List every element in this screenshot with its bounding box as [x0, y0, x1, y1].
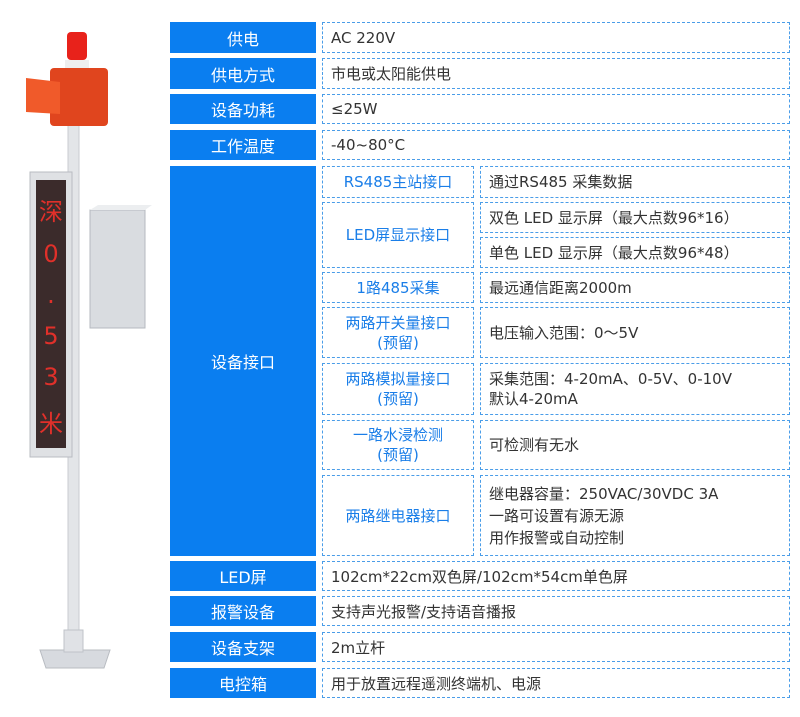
led-char: 深 — [39, 197, 63, 226]
interface-name-text: LED屏显示接口 — [345, 226, 451, 244]
interface-name: LED屏显示接口 — [322, 202, 474, 268]
led-char: 3 — [43, 362, 59, 391]
value-line: 采集范围：4-20mA、0-5V、0-10V — [489, 370, 732, 388]
interface-value: 电压输入范围：0～5V — [480, 307, 790, 358]
interface-name: 两路继电器接口 — [322, 475, 474, 556]
interface-name: 两路模拟量接口 (预留) — [322, 363, 474, 415]
alarm-box — [50, 68, 108, 126]
value-line: 电压输入范围：0～5V — [489, 323, 639, 342]
row-value: 用于放置远程遥测终端机、电源 — [322, 668, 790, 698]
interface-name-text: RS485主站接口 — [343, 173, 453, 191]
row-label: 设备支架 — [170, 632, 316, 662]
row-value: 2m立杆 — [322, 632, 790, 662]
row-value: 市电或太阳能供电 — [322, 58, 790, 89]
row-label: 报警设备 — [170, 596, 316, 626]
value-line: 一路可设置有源无源 — [489, 506, 625, 525]
interface-name: 1路485采集 — [322, 272, 474, 303]
interface-name: 两路开关量接口(预留) — [322, 307, 474, 358]
pole-base — [39, 649, 111, 669]
row-label: 供电方式 — [170, 58, 316, 89]
interface-name: RS485主站接口 — [322, 166, 474, 198]
interface-value: 通过RS485 采集数据 — [480, 166, 790, 198]
led-char: 0 — [43, 239, 59, 268]
interface-value: 双色 LED 显示屏（最大点数96*16） — [480, 202, 790, 233]
row-value: 102cm*22cm双色屏/102cm*54cm单色屏 — [322, 561, 790, 591]
row-label: LED屏 — [170, 561, 316, 591]
led-char: . — [47, 280, 55, 309]
interface-name-text: 两路模拟量接口 — [345, 370, 451, 388]
interface-note: (预留) — [377, 390, 419, 408]
electric-box — [89, 209, 146, 329]
row-value: -40~80°C — [322, 130, 790, 160]
row-value: ≤25W — [322, 94, 790, 124]
beacon-icon — [67, 32, 87, 60]
value-line: 最远通信距离2000m — [489, 278, 632, 297]
row-label: 设备功耗 — [170, 94, 316, 124]
value-line: 双色 LED 显示屏（最大点数96*16） — [489, 208, 739, 227]
device-illustration — [26, 32, 152, 669]
interface-value: 最远通信距离2000m — [480, 272, 790, 303]
value-line: 继电器容量：250VAC/30VDC 3A — [489, 484, 719, 503]
value-line: 单色 LED 显示屏（最大点数96*48） — [489, 243, 739, 262]
interface-value: 采集范围：4-20mA、0-5V、0-10V 默认4-20mA — [480, 363, 790, 415]
interface-value: 单色 LED 显示屏（最大点数96*48） — [480, 237, 790, 268]
interface-note: (预留) — [377, 446, 419, 464]
row-value: AC 220V — [322, 22, 790, 53]
interface-name-text: 两路继电器接口 — [345, 506, 451, 525]
led-text: 深 0 . 5 3 米 — [36, 185, 66, 445]
interface-name-text: 1路485采集 — [356, 278, 440, 297]
row-label: 供电 — [170, 22, 316, 53]
led-char: 5 — [43, 321, 59, 350]
horn-icon — [26, 78, 60, 114]
interface-value: 可检测有无水 — [480, 420, 790, 470]
led-char: 米 — [39, 409, 63, 438]
value-line: 通过RS485 采集数据 — [489, 173, 633, 191]
interface-name: 一路水浸检测 (预留) — [322, 420, 474, 470]
interface-value: 继电器容量：250VAC/30VDC 3A 一路可设置有源无源用作报警或自动控制 — [480, 475, 790, 556]
interface-note: (预留) — [377, 333, 419, 352]
row-label: 工作温度 — [170, 130, 316, 160]
interface-name-text: 一路水浸检测 — [352, 426, 443, 444]
value-line: 可检测有无水 — [489, 436, 580, 454]
value-line: 默认4-20mA — [489, 390, 578, 408]
row-value: 支持声光报警/支持语音播报 — [322, 596, 790, 626]
value-line: 用作报警或自动控制 — [489, 528, 625, 547]
interface-label: 设备接口 — [170, 166, 316, 556]
interface-name-text: 两路开关量接口 — [345, 313, 451, 332]
row-label: 电控箱 — [170, 668, 316, 698]
